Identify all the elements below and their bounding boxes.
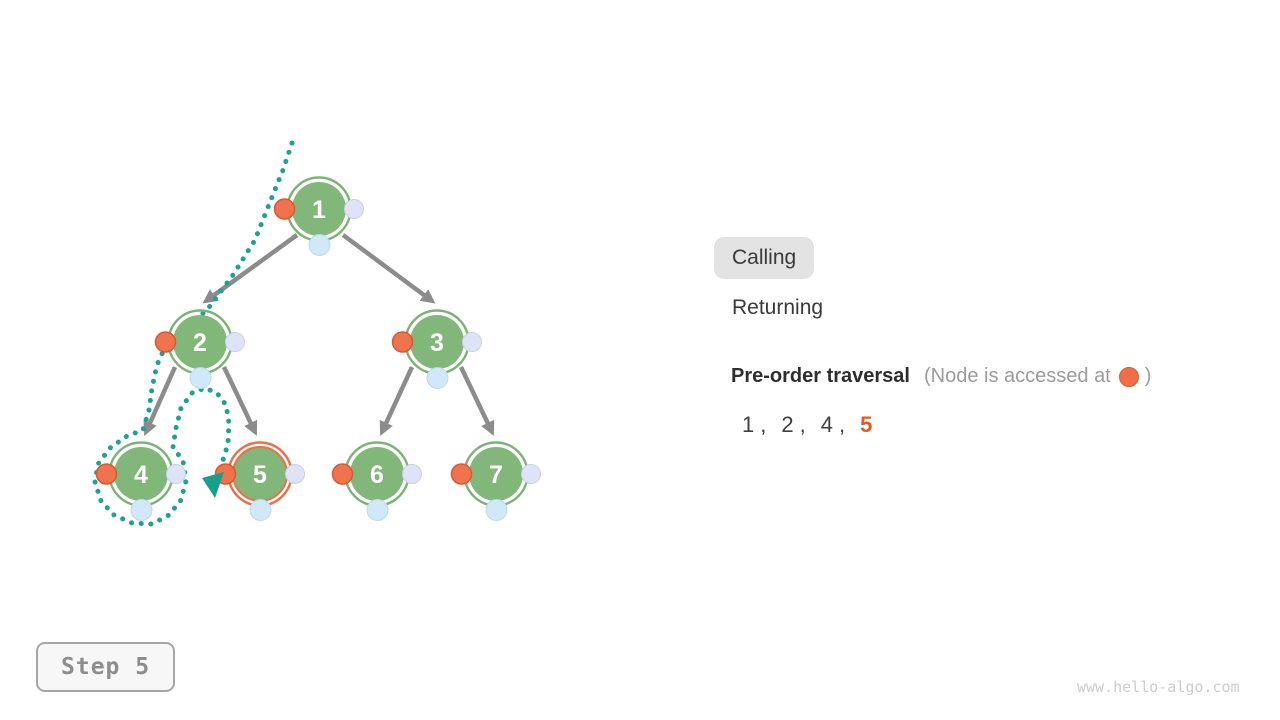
returning-state-label: Returning — [732, 296, 824, 319]
access-marker-icon — [273, 198, 296, 220]
node-label: 4 — [134, 461, 148, 489]
bottom-visit-marker-icon — [130, 499, 153, 521]
sequence-separator: , — [760, 412, 767, 437]
traversal-title: Pre-order traversal — [731, 365, 910, 387]
sequence-item: 2 — [781, 412, 794, 437]
sequence-item: 1 — [742, 412, 755, 437]
access-marker-icon — [391, 331, 414, 353]
tree-edge — [221, 366, 258, 436]
tree-node-1: 1 — [273, 176, 364, 256]
step-indicator: Step 5 — [36, 642, 176, 692]
tree-node-7: 7 — [450, 441, 541, 521]
node-circle — [114, 447, 168, 501]
node-label: 2 — [193, 329, 207, 357]
right-visit-marker-icon — [344, 199, 364, 219]
sequence-item: 5 — [860, 412, 873, 437]
tree-edge — [143, 366, 178, 436]
tree-node-3: 3 — [391, 309, 482, 389]
tree-node-4: 4 — [95, 441, 186, 521]
bottom-visit-marker-icon — [426, 367, 449, 389]
watermark-text: www.hello-algo.com — [1077, 678, 1240, 696]
right-visit-marker-icon — [166, 464, 186, 484]
sequence-separator: , — [839, 412, 846, 437]
sequence-item: 4 — [820, 412, 833, 437]
bottom-visit-marker-icon — [189, 367, 212, 389]
node-label: 1 — [312, 196, 326, 224]
access-marker-icon — [154, 331, 177, 353]
bottom-visit-marker-icon — [249, 499, 272, 521]
accessed-marker-icon — [1118, 366, 1139, 387]
bottom-visit-marker-icon — [366, 499, 389, 521]
node-circle — [410, 315, 464, 369]
visited-sequence: 1,2,4,5 — [742, 412, 872, 438]
right-visit-marker-icon — [462, 332, 482, 352]
node-circle — [469, 447, 523, 501]
calling-state-chip: Calling — [714, 237, 815, 279]
node-circle — [350, 447, 404, 501]
access-marker-icon — [331, 463, 354, 485]
calling-state-label: Calling — [732, 246, 797, 269]
right-visit-marker-icon — [402, 464, 422, 484]
sequence-separator: , — [799, 412, 806, 437]
node-circle — [173, 315, 227, 369]
access-marker-icon — [95, 463, 118, 485]
right-visit-marker-icon — [285, 464, 305, 484]
node-label: 6 — [370, 461, 384, 489]
tree-node-6: 6 — [331, 441, 422, 521]
right-visit-marker-icon — [225, 332, 245, 352]
bottom-visit-marker-icon — [485, 499, 508, 521]
tree-edge — [341, 233, 436, 304]
node-label: 5 — [253, 461, 267, 489]
node-label: 7 — [489, 461, 503, 489]
step-indicator-label: Step 5 — [61, 654, 151, 680]
node-label: 3 — [430, 329, 444, 357]
current-pointer-icon — [202, 472, 224, 498]
bottom-visit-marker-icon — [308, 234, 331, 256]
traversal-legend: Pre-order traversal (Node is accessed at… — [731, 365, 1151, 388]
traversal-note: (Node is accessed at — [923, 365, 1111, 387]
binary-tree-diagram: 1 2 3 4 5 6 7 — [92, 140, 541, 527]
node-circle — [292, 182, 346, 236]
tree-edge — [458, 366, 495, 436]
traversal-note-close: ) — [1144, 365, 1152, 387]
access-marker-icon — [450, 463, 473, 485]
tree-node-5: 5 — [214, 441, 305, 521]
right-visit-marker-icon — [521, 464, 541, 484]
tree-edge — [379, 366, 415, 436]
tree-node-2: 2 — [154, 309, 245, 389]
